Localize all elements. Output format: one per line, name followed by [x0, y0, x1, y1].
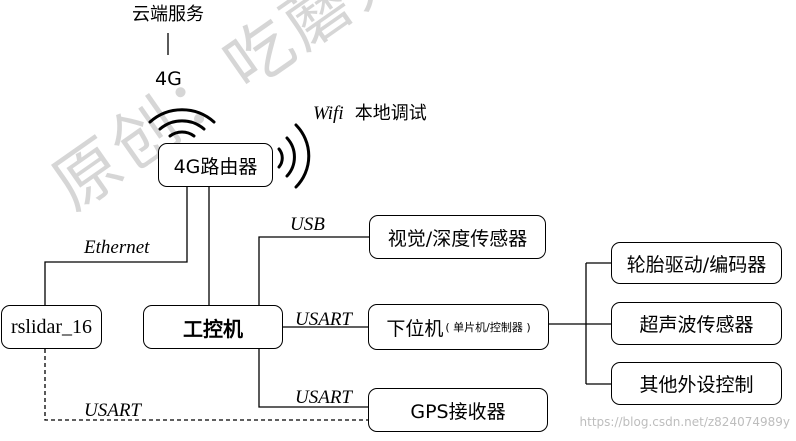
- lidar-node: rslidar_16: [1, 305, 102, 349]
- lower-controller-sub: ( 单片机/控制器 ): [445, 321, 531, 334]
- usb-line: [258, 236, 369, 305]
- vision-sensor-node: 视觉/深度传感器: [369, 215, 546, 259]
- usart-lidar-label: USART: [84, 400, 141, 421]
- network-4g-label: 4G: [155, 68, 182, 90]
- wifi-purpose: 本地调试: [354, 103, 427, 124]
- watermark-url: https://blog.csdn.net/z824074989y: [579, 415, 790, 429]
- ethernet-line: [44, 187, 188, 305]
- router-signal-icon: [148, 108, 216, 138]
- usart-lidar-dashed-line: [44, 349, 368, 421]
- usart-gps-line: [258, 349, 368, 408]
- usart-lower-label: USART: [295, 309, 352, 330]
- lower-controller-node: 下位机 ( 单片机/控制器 ): [368, 304, 549, 350]
- wheel-encoder-node: 轮胎驱动/编码器: [611, 242, 782, 284]
- cloud-service-label: 云端服务: [132, 4, 204, 25]
- router-node: 4G路由器: [158, 143, 273, 187]
- wifi-protocol: Wifi: [313, 103, 344, 124]
- usb-label: USB: [290, 214, 325, 235]
- wifi-signal-icon: [277, 123, 311, 189]
- wifi-label: Wifi 本地调试: [313, 104, 427, 123]
- gps-receiver-node: GPS接收器: [368, 388, 548, 432]
- other-peripheral-node: 其他外设控制: [611, 362, 782, 405]
- lower-controller-label: 下位机: [386, 317, 444, 340]
- ipc-node: 工控机: [143, 305, 283, 349]
- usart-gps-label: USART: [295, 387, 352, 408]
- ethernet-label: Ethernet: [84, 237, 150, 258]
- ultrasonic-sensor-node: 超声波传感器: [611, 302, 782, 345]
